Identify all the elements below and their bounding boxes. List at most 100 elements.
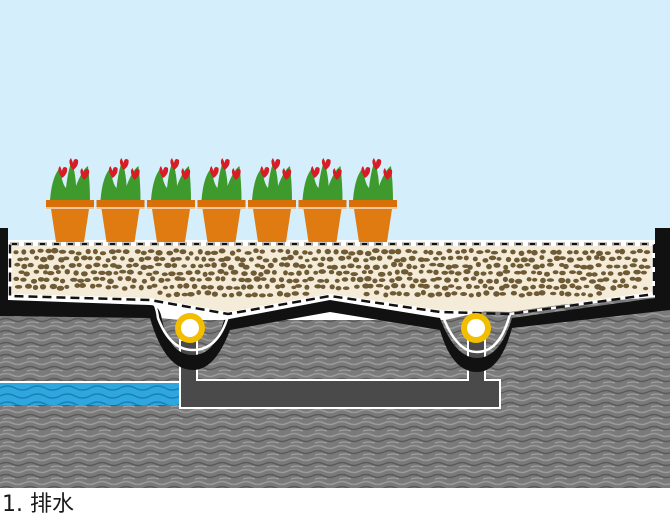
gravel-stone	[538, 283, 546, 289]
gravel-stone	[70, 277, 78, 282]
gravel-stone	[140, 264, 148, 270]
gravel-stone	[111, 255, 117, 260]
gravel-stone	[630, 250, 637, 255]
gravel-stone	[414, 292, 421, 297]
gravel-stone	[329, 284, 335, 290]
gravel-stone	[640, 270, 647, 275]
potted-plant	[96, 158, 145, 242]
gravel-stone	[403, 292, 410, 297]
pot-rim	[349, 200, 397, 209]
gravel-stone	[488, 271, 493, 275]
gravel-stone	[307, 264, 313, 269]
gravel-stone	[51, 247, 59, 254]
gravel-stone	[112, 284, 119, 289]
gravel-stone	[433, 256, 439, 261]
gravel-stone	[343, 270, 350, 275]
gravel-stone	[433, 269, 439, 275]
gravel-stone	[90, 270, 98, 275]
gravel-stone	[638, 264, 645, 270]
gravel-stone	[544, 271, 550, 277]
gravel-stone	[320, 256, 326, 262]
gravel-stone	[427, 292, 435, 298]
gravel-stone	[361, 270, 367, 275]
gravel-stone	[643, 250, 651, 255]
gravel-stone	[292, 262, 300, 268]
potted-plant	[298, 158, 347, 242]
gravel-stone	[434, 276, 442, 281]
gravel-stone	[598, 286, 606, 291]
flower	[80, 168, 90, 180]
gravel-stone	[304, 258, 310, 263]
gravel-stone	[526, 291, 533, 297]
gravel-stone	[241, 284, 247, 290]
gravel-stone	[463, 277, 469, 282]
gravel-stone	[231, 277, 237, 282]
gravel-stone	[531, 249, 538, 256]
gravel-stone	[246, 284, 254, 290]
gravel-stone	[60, 264, 66, 269]
gravel-stone	[613, 264, 621, 269]
gravel-stone	[624, 256, 631, 261]
gravel-stone	[566, 250, 573, 255]
gravel-stone	[173, 248, 180, 253]
gravel-stone	[460, 292, 468, 296]
gravel-stone	[364, 276, 372, 282]
gravel-stone	[420, 289, 426, 296]
gravel-stone	[27, 262, 34, 268]
gravel-stone	[501, 249, 507, 254]
gravel-stone	[64, 269, 71, 275]
gravel-stone	[422, 283, 430, 289]
flower	[271, 158, 281, 170]
gravel-stone	[147, 249, 155, 254]
gravel-stone	[189, 277, 196, 282]
gravel-stone	[573, 250, 579, 255]
pot-rim	[197, 200, 246, 209]
gravel-stone	[174, 257, 182, 261]
gravel-stone	[202, 271, 208, 277]
gravel-stone	[37, 248, 44, 253]
gravel-stone	[181, 264, 187, 268]
gravel-stone	[465, 283, 472, 289]
gravel-stone	[267, 293, 274, 297]
gravel-stone	[242, 264, 250, 270]
gravel-stone	[607, 271, 614, 276]
gravel-stone	[79, 283, 86, 288]
gravel-stone	[486, 263, 492, 270]
gravel-stone	[444, 277, 451, 283]
gravel-stone	[177, 283, 183, 289]
gravel-stone	[157, 290, 163, 295]
gravel-stone	[318, 269, 327, 274]
gravel-stone	[454, 271, 462, 276]
gravel-stone	[114, 264, 123, 269]
gravel-stone	[423, 249, 429, 255]
gravel-stone	[372, 278, 378, 284]
gravel-stone	[29, 249, 36, 255]
gravel-stone	[220, 276, 226, 282]
pot-rim-line	[147, 207, 195, 209]
gravel-stone	[558, 277, 566, 284]
gravel-stone	[105, 270, 113, 276]
gravel-stone	[493, 291, 500, 297]
gravel-stone	[502, 276, 508, 283]
flower-pot	[354, 209, 392, 242]
gravel-stone	[623, 283, 630, 289]
gravel-stone	[34, 255, 39, 260]
gravel-stone	[215, 276, 221, 282]
gravel-stone	[21, 249, 27, 255]
gravel-stone	[565, 278, 571, 284]
gravel-stone	[25, 283, 32, 289]
gravel-stone	[511, 284, 518, 289]
gravel-stone	[643, 286, 649, 291]
gravel-stone	[514, 278, 523, 284]
gravel-stone	[530, 284, 536, 290]
gravel-stone	[99, 251, 107, 256]
gravel-stone	[217, 269, 225, 274]
gravel-stone	[333, 249, 339, 255]
gravel-stone	[472, 256, 478, 262]
gravel-stone	[43, 270, 48, 275]
gravel-stone	[384, 285, 390, 290]
flower	[130, 168, 140, 180]
gravel-stone	[636, 248, 644, 254]
gravel-stone	[239, 257, 246, 263]
gravel-stone	[292, 278, 300, 284]
